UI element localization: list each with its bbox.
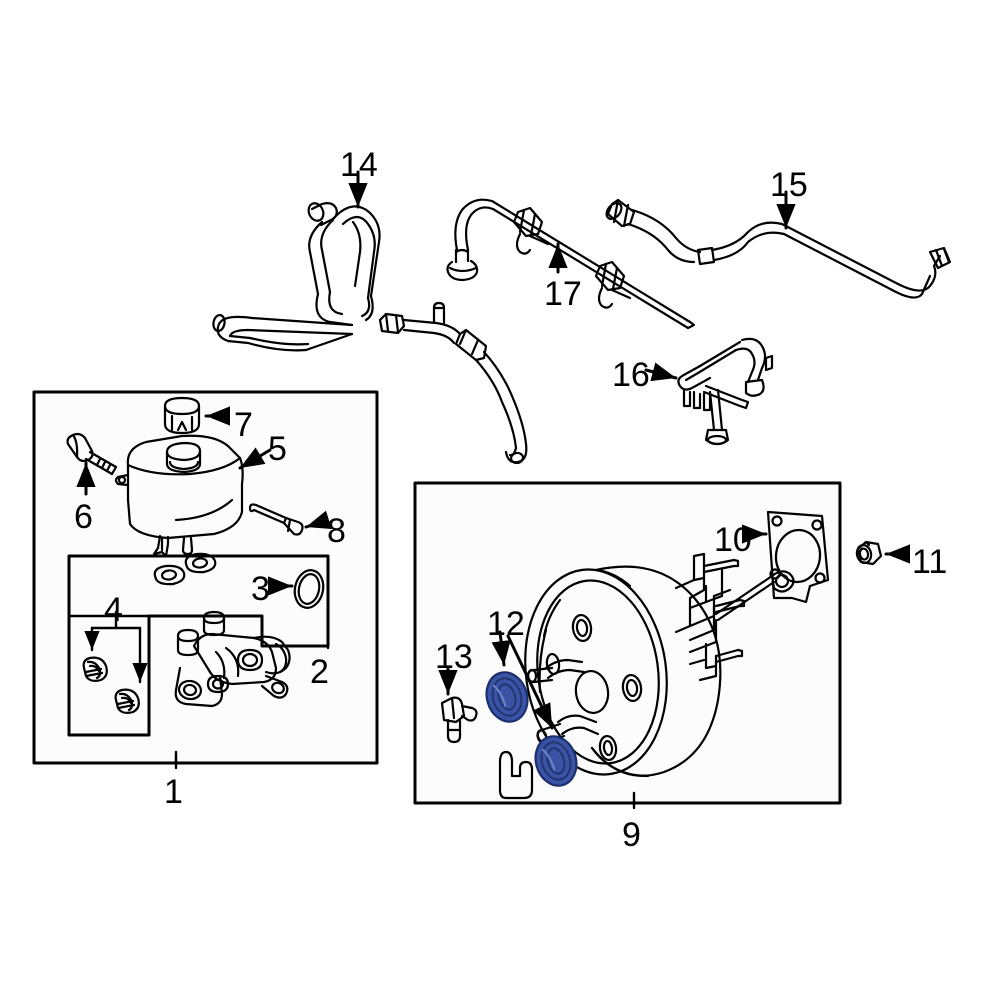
callout-10: 10 (714, 521, 752, 559)
part-3-seal-ring (293, 569, 325, 609)
callout-2: 2 (310, 653, 329, 691)
callout-9: 9 (622, 816, 641, 854)
callout-16: 16 (612, 356, 650, 394)
part-11-mounting-nut (855, 540, 883, 566)
panel-4-border (67, 614, 151, 737)
arrow-8 (304, 510, 332, 530)
callout-8: 8 (327, 512, 346, 550)
part-reference-arrow-glyph (498, 750, 534, 800)
callout-15: 15 (770, 166, 808, 204)
part-9-brake-booster (524, 552, 795, 778)
callout-5: 5 (268, 430, 287, 468)
part-8-retaining-pin (248, 503, 304, 536)
part-12-check-valve-grommets (485, 671, 578, 787)
panel-9-border (413, 481, 842, 805)
part-13-vacuum-sensor (440, 696, 478, 744)
part-16-vacuum-connector (677, 337, 774, 446)
callout-1: 1 (164, 773, 183, 811)
callout-17: 17 (544, 275, 582, 313)
part-15-vacuum-hose (605, 198, 952, 299)
callout-7: 7 (234, 406, 253, 444)
callout-13: 13 (435, 638, 473, 676)
callout-11: 11 (912, 543, 948, 581)
part-reservoir-seals (153, 552, 217, 586)
part-5-fluid-reservoir (114, 434, 244, 558)
callout-3: 3 (251, 570, 270, 608)
part-10-booster-gasket (766, 510, 830, 604)
panel-1-border (32, 390, 379, 765)
part-2-master-cylinder (174, 610, 291, 708)
arrow-5 (238, 447, 272, 470)
callout-6: 6 (74, 498, 93, 536)
arrow-16 (644, 362, 678, 382)
part-6-bolt (66, 432, 118, 476)
callout-arrows (76, 170, 910, 730)
part-14-vacuum-hose-assembly (212, 202, 528, 465)
arrow-12b (506, 634, 554, 730)
callout-14: 14 (340, 146, 378, 184)
part-4-reservoir-grommets (82, 610, 148, 714)
callout-12: 12 (487, 605, 525, 643)
part-17-vacuum-tube (446, 198, 696, 330)
part-7-reservoir-cap (163, 396, 201, 435)
arrow-12a (491, 630, 511, 667)
callout-4: 4 (104, 591, 123, 629)
